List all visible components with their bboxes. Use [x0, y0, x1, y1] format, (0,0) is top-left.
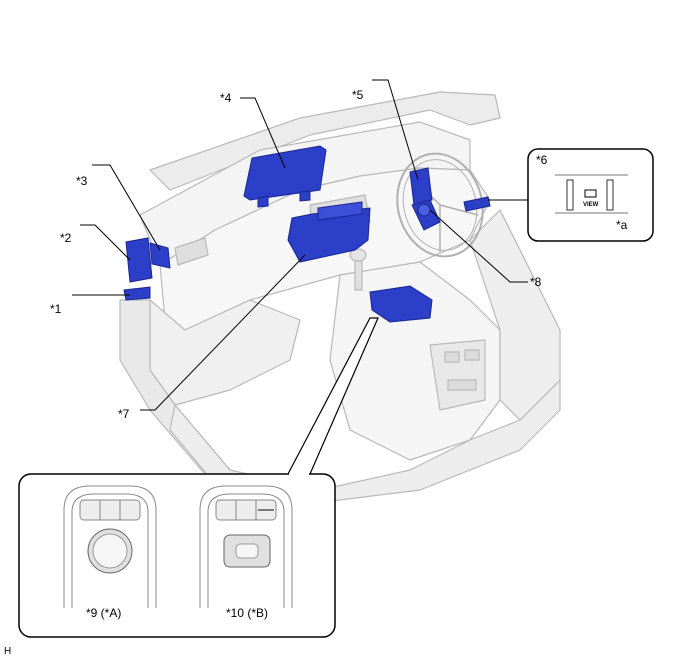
component-8-horn-center [417, 203, 431, 217]
callout-labels: *4 *5 *3 *2 *1 *6 *a *8 *7 *9 (*A) *10 (… [4, 88, 628, 657]
component-7-vent-grille [317, 201, 363, 221]
inset-6-left-knob [566, 179, 574, 211]
steering-wheel-rim-inner [402, 159, 478, 251]
inset-console [18, 317, 379, 638]
component-6-switch [463, 196, 491, 212]
inset-6: VIEW [527, 148, 654, 242]
callout-1: *1 [50, 302, 62, 316]
leader-7 [140, 254, 306, 411]
callout-7: *7 [118, 407, 130, 421]
callout-8: *8 [530, 275, 542, 289]
callout-3: *3 [76, 174, 88, 188]
component-3-module [149, 242, 171, 269]
highlighted-components [123, 145, 491, 323]
component-4-display [243, 145, 327, 201]
controller-b [199, 485, 293, 608]
callout-10: *10 (*B) [226, 606, 268, 620]
inset-6-frame [527, 148, 654, 242]
callout-9: *9 (*A) [86, 606, 121, 620]
inset-6-right-knob [606, 179, 614, 211]
controller-a [63, 485, 157, 608]
gear-knob [349, 248, 367, 262]
console-control-3 [447, 379, 477, 391]
leader-3 [92, 164, 161, 251]
inset-console-connector [287, 317, 379, 475]
leader-4 [240, 97, 286, 169]
leader-5 [372, 79, 419, 181]
steering-wheel-rim [396, 152, 484, 258]
right-door [469, 209, 561, 421]
callout-a: *a [616, 218, 628, 232]
view-switch-icon [584, 189, 597, 198]
callout-2: *2 [60, 231, 72, 245]
console-control-1 [444, 351, 460, 363]
leader-lines [72, 79, 614, 411]
view-switch-label: VIEW [583, 202, 599, 208]
component-2-module [125, 237, 153, 283]
leader-2 [80, 224, 131, 261]
callout-5: *5 [352, 88, 364, 102]
steering-wheel [396, 152, 484, 258]
console-controller [369, 285, 433, 323]
left-vent [174, 237, 209, 266]
vehicle-interior [119, 91, 561, 506]
console-control-2 [464, 349, 480, 361]
component-5-switch [409, 167, 433, 206]
corner-mark: H [4, 646, 11, 657]
component-4-bracket-right [299, 190, 311, 202]
leader-8 [429, 209, 528, 283]
callout-6: *6 [536, 153, 548, 167]
callout-4: *4 [220, 91, 232, 105]
component-1-module [123, 286, 151, 301]
component-4-bracket [257, 195, 269, 208]
